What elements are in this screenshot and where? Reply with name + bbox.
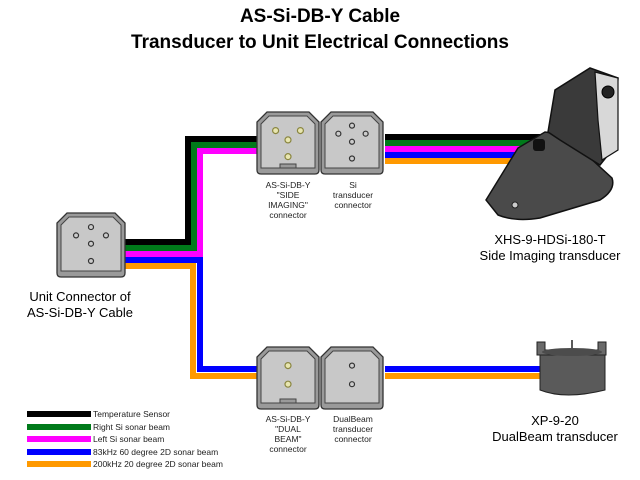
connector-pin xyxy=(335,130,342,137)
dual-beam-connector xyxy=(256,346,320,410)
connector-pin xyxy=(284,380,292,388)
connector-pin xyxy=(348,138,356,145)
dual-beam-connector-label: AS-Si-DB-Y "DUAL BEAM" connector xyxy=(248,414,328,454)
connector-pin xyxy=(362,130,369,137)
si-transducer-connector-label: Si transducer connector xyxy=(313,180,393,210)
label-line: transducer xyxy=(332,190,374,200)
legend-swatch xyxy=(27,448,91,455)
unit-connector xyxy=(56,212,126,278)
label-line: "SIDE xyxy=(276,190,300,200)
dualbeam-transducer-connector-label: DualBeam transducer connector xyxy=(313,414,393,444)
si-transducer-connector xyxy=(320,111,384,175)
label-line: connector xyxy=(334,200,372,210)
legend-label: 200kHz 20 degree 2D sonar beam xyxy=(93,459,223,470)
label-line: Unit Connector of xyxy=(29,289,131,304)
legend-item: 83kHz 60 degree 2D sonar beam xyxy=(27,446,223,459)
dualbeam-transducer-image xyxy=(536,340,607,396)
connector-pin xyxy=(348,362,356,369)
transducer-model: XP-9-20 xyxy=(531,413,579,428)
connector-pin xyxy=(102,232,110,239)
legend-swatch xyxy=(27,461,91,468)
legend-label: Left Si sonar beam xyxy=(93,434,165,445)
legend-swatch xyxy=(27,436,91,443)
label-line: transducer xyxy=(332,424,374,434)
legend-item: Left Si sonar beam xyxy=(27,433,223,446)
label-line: DualBeam xyxy=(333,414,373,424)
connector-pin xyxy=(348,381,356,388)
wire-200khz-to-db-connector xyxy=(120,263,262,379)
side-imaging-connector xyxy=(256,111,320,175)
side-imaging-transducer-image xyxy=(485,67,619,221)
side-imaging-connector-label: AS-Si-DB-Y "SIDE IMAGING" connector xyxy=(248,180,328,220)
connector-pin xyxy=(284,153,292,161)
connector-pin xyxy=(72,232,80,239)
connector-pin xyxy=(348,155,356,162)
label-line: connector xyxy=(269,210,307,220)
connector-pin xyxy=(87,223,95,231)
connector-pin xyxy=(296,127,304,135)
label-line: AS-Si-DB-Y xyxy=(265,414,311,424)
connector-pin xyxy=(272,127,280,135)
legend-label: Temperature Sensor xyxy=(93,409,171,420)
wire-83khz-to-db-connector xyxy=(120,257,262,372)
side-imaging-transducer-label: XHS-9-HDSi-180-T Side Imaging transducer xyxy=(460,232,640,264)
connector-pin xyxy=(348,122,356,129)
label-line: "DUAL xyxy=(275,424,301,434)
label-line: AS-Si-DB-Y xyxy=(265,180,311,190)
wires-group xyxy=(120,134,540,379)
legend-label: Right Si sonar beam xyxy=(93,421,171,432)
legend-swatch xyxy=(27,423,91,430)
unit-connector-label: Unit Connector of AS-Si-DB-Y Cable xyxy=(20,289,140,321)
legend-swatch xyxy=(27,411,91,418)
wire-right-si-to-si-connector xyxy=(120,142,262,251)
label-line: connector xyxy=(334,434,372,444)
dualbeam-transducer-label: XP-9-20 DualBeam transducer xyxy=(470,413,640,445)
diagram-subtitle: Transducer to Unit Electrical Connection… xyxy=(131,32,509,53)
label-line: BEAM" xyxy=(274,434,302,444)
transducer-description: Side Imaging transducer xyxy=(479,248,621,263)
legend-item: 200kHz 20 degree 2D sonar beam xyxy=(27,458,223,471)
diagram-title: AS-Si-DB-Y Cable xyxy=(239,6,401,27)
dualbeam-transducer-connector xyxy=(320,346,384,410)
legend: Temperature Sensor Right Si sonar beam L… xyxy=(27,408,223,471)
label-line: IMAGING" xyxy=(268,200,308,210)
transducer-model: XHS-9-HDSi-180-T xyxy=(494,232,606,247)
connector-pin xyxy=(284,362,292,370)
connectors-group xyxy=(56,111,384,410)
connector-pin xyxy=(87,240,95,247)
transducer-description: DualBeam transducer xyxy=(492,429,618,444)
label-line: connector xyxy=(269,444,307,454)
legend-item: Temperature Sensor xyxy=(27,408,223,421)
legend-item: Right Si sonar beam xyxy=(27,421,223,434)
wire-temperature-to-si-connector xyxy=(120,136,262,245)
connector-pin xyxy=(87,257,95,265)
label-line: Si xyxy=(349,180,357,190)
connector-pin xyxy=(284,136,292,144)
wire-left-si-to-si-connector xyxy=(120,148,262,257)
legend-label: 83kHz 60 degree 2D sonar beam xyxy=(93,446,219,457)
label-line: AS-Si-DB-Y Cable xyxy=(27,305,133,320)
